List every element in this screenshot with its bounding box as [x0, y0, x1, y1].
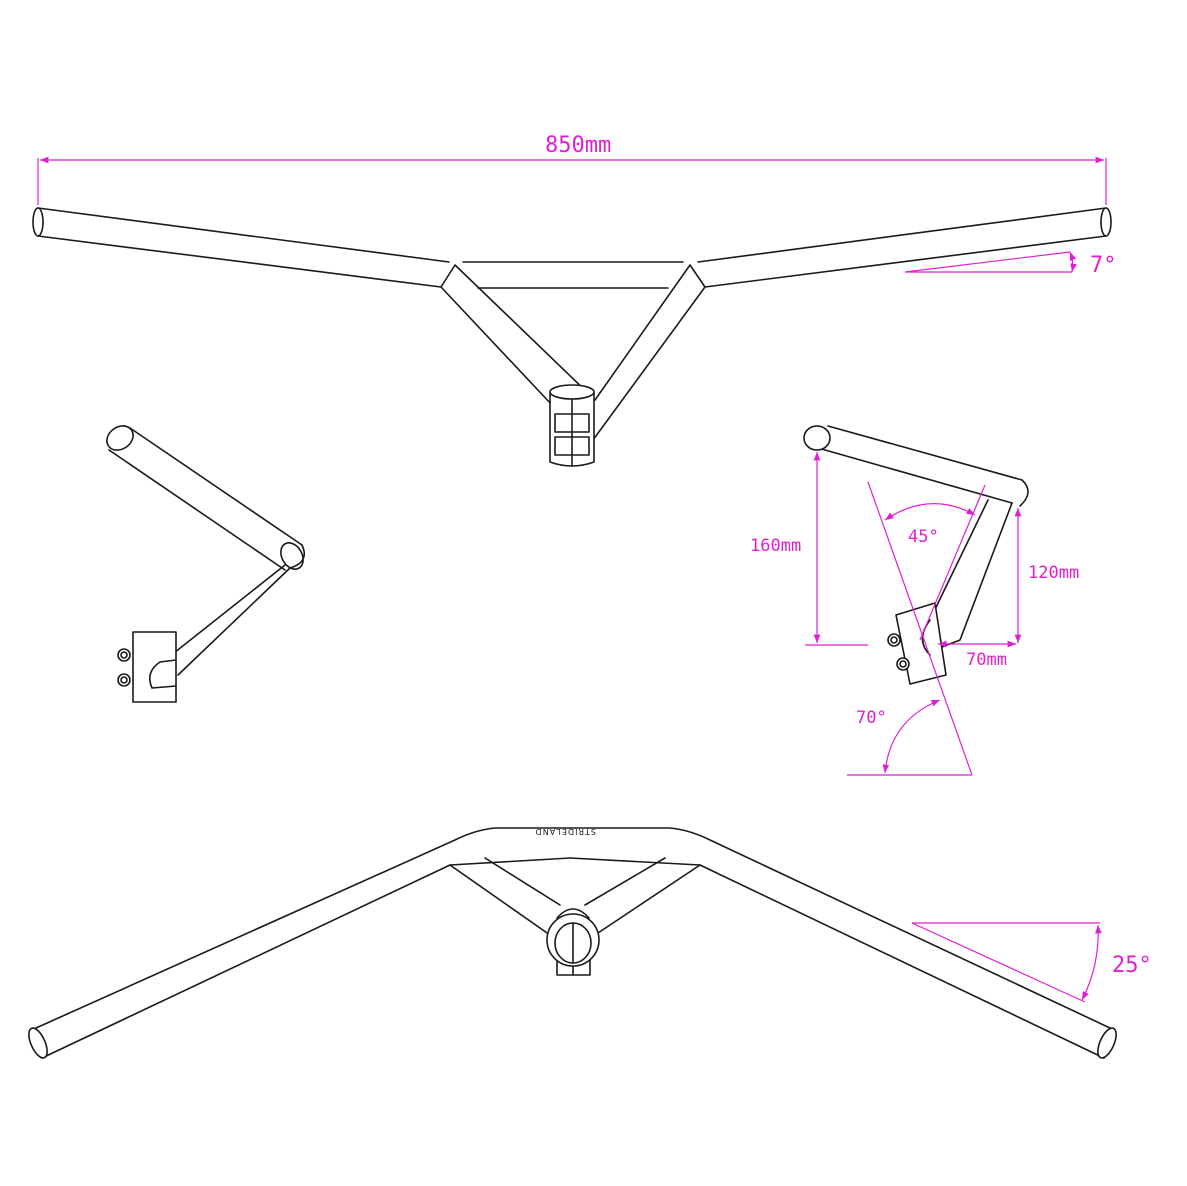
width-label: 850mm: [545, 133, 611, 158]
backsweep-label: 7°: [1090, 253, 1117, 278]
left-side-view: [106, 425, 306, 703]
top-right-bar-end: [1100, 207, 1112, 237]
top-right-strut: [592, 264, 706, 441]
top-right-bar: [697, 207, 1107, 288]
side-left-tube-end: [106, 425, 134, 451]
reach-label: 70mm: [966, 650, 1007, 670]
mid-rise-label: 120mm: [1028, 563, 1079, 583]
front-right-bar: [569, 827, 1111, 1059]
side-left-bolt-lower: [117, 673, 131, 687]
rise-label: 160mm: [750, 536, 801, 556]
top-left-bar-end: [32, 207, 44, 237]
top-view: 850mm 7°: [32, 133, 1117, 467]
fork-angle-label: 45°: [908, 527, 939, 547]
top-clamp-opening: [549, 384, 595, 400]
top-left-strut: [440, 264, 591, 406]
top-clamp-bolt-plate-upper: [554, 413, 590, 433]
upsweep-angle-lines: [911, 922, 1100, 1003]
side-right-bolt-upper: [887, 633, 901, 647]
front-bar-logo: STRIDELAND: [535, 827, 596, 836]
side-right-tube-end: [803, 425, 831, 451]
top-center-crossbar: [462, 261, 684, 289]
top-clamp-bolt-plate-lower: [554, 436, 590, 456]
backsweep-angle-lines: [904, 251, 1072, 273]
side-left-bolt-upper: [117, 648, 131, 662]
right-side-view: 160mm 120mm 70mm 45° 70°: [750, 425, 1079, 776]
front-view: STRIDELAND 25°: [28, 827, 1152, 1059]
upsweep-label: 25°: [1112, 953, 1152, 978]
top-left-bar: [37, 207, 450, 288]
side-left-upper-tube: [108, 427, 303, 571]
front-left-bar: [35, 827, 571, 1059]
front-right-strut: [584, 857, 701, 936]
clamp-angle-label: 70°: [856, 708, 887, 728]
front-left-strut: [449, 857, 561, 936]
front-right-bar-end: [1097, 1027, 1117, 1059]
side-right-bolt-lower: [896, 657, 910, 671]
side-right-upper-tube: [817, 425, 1023, 504]
front-left-bar-end: [28, 1027, 48, 1059]
